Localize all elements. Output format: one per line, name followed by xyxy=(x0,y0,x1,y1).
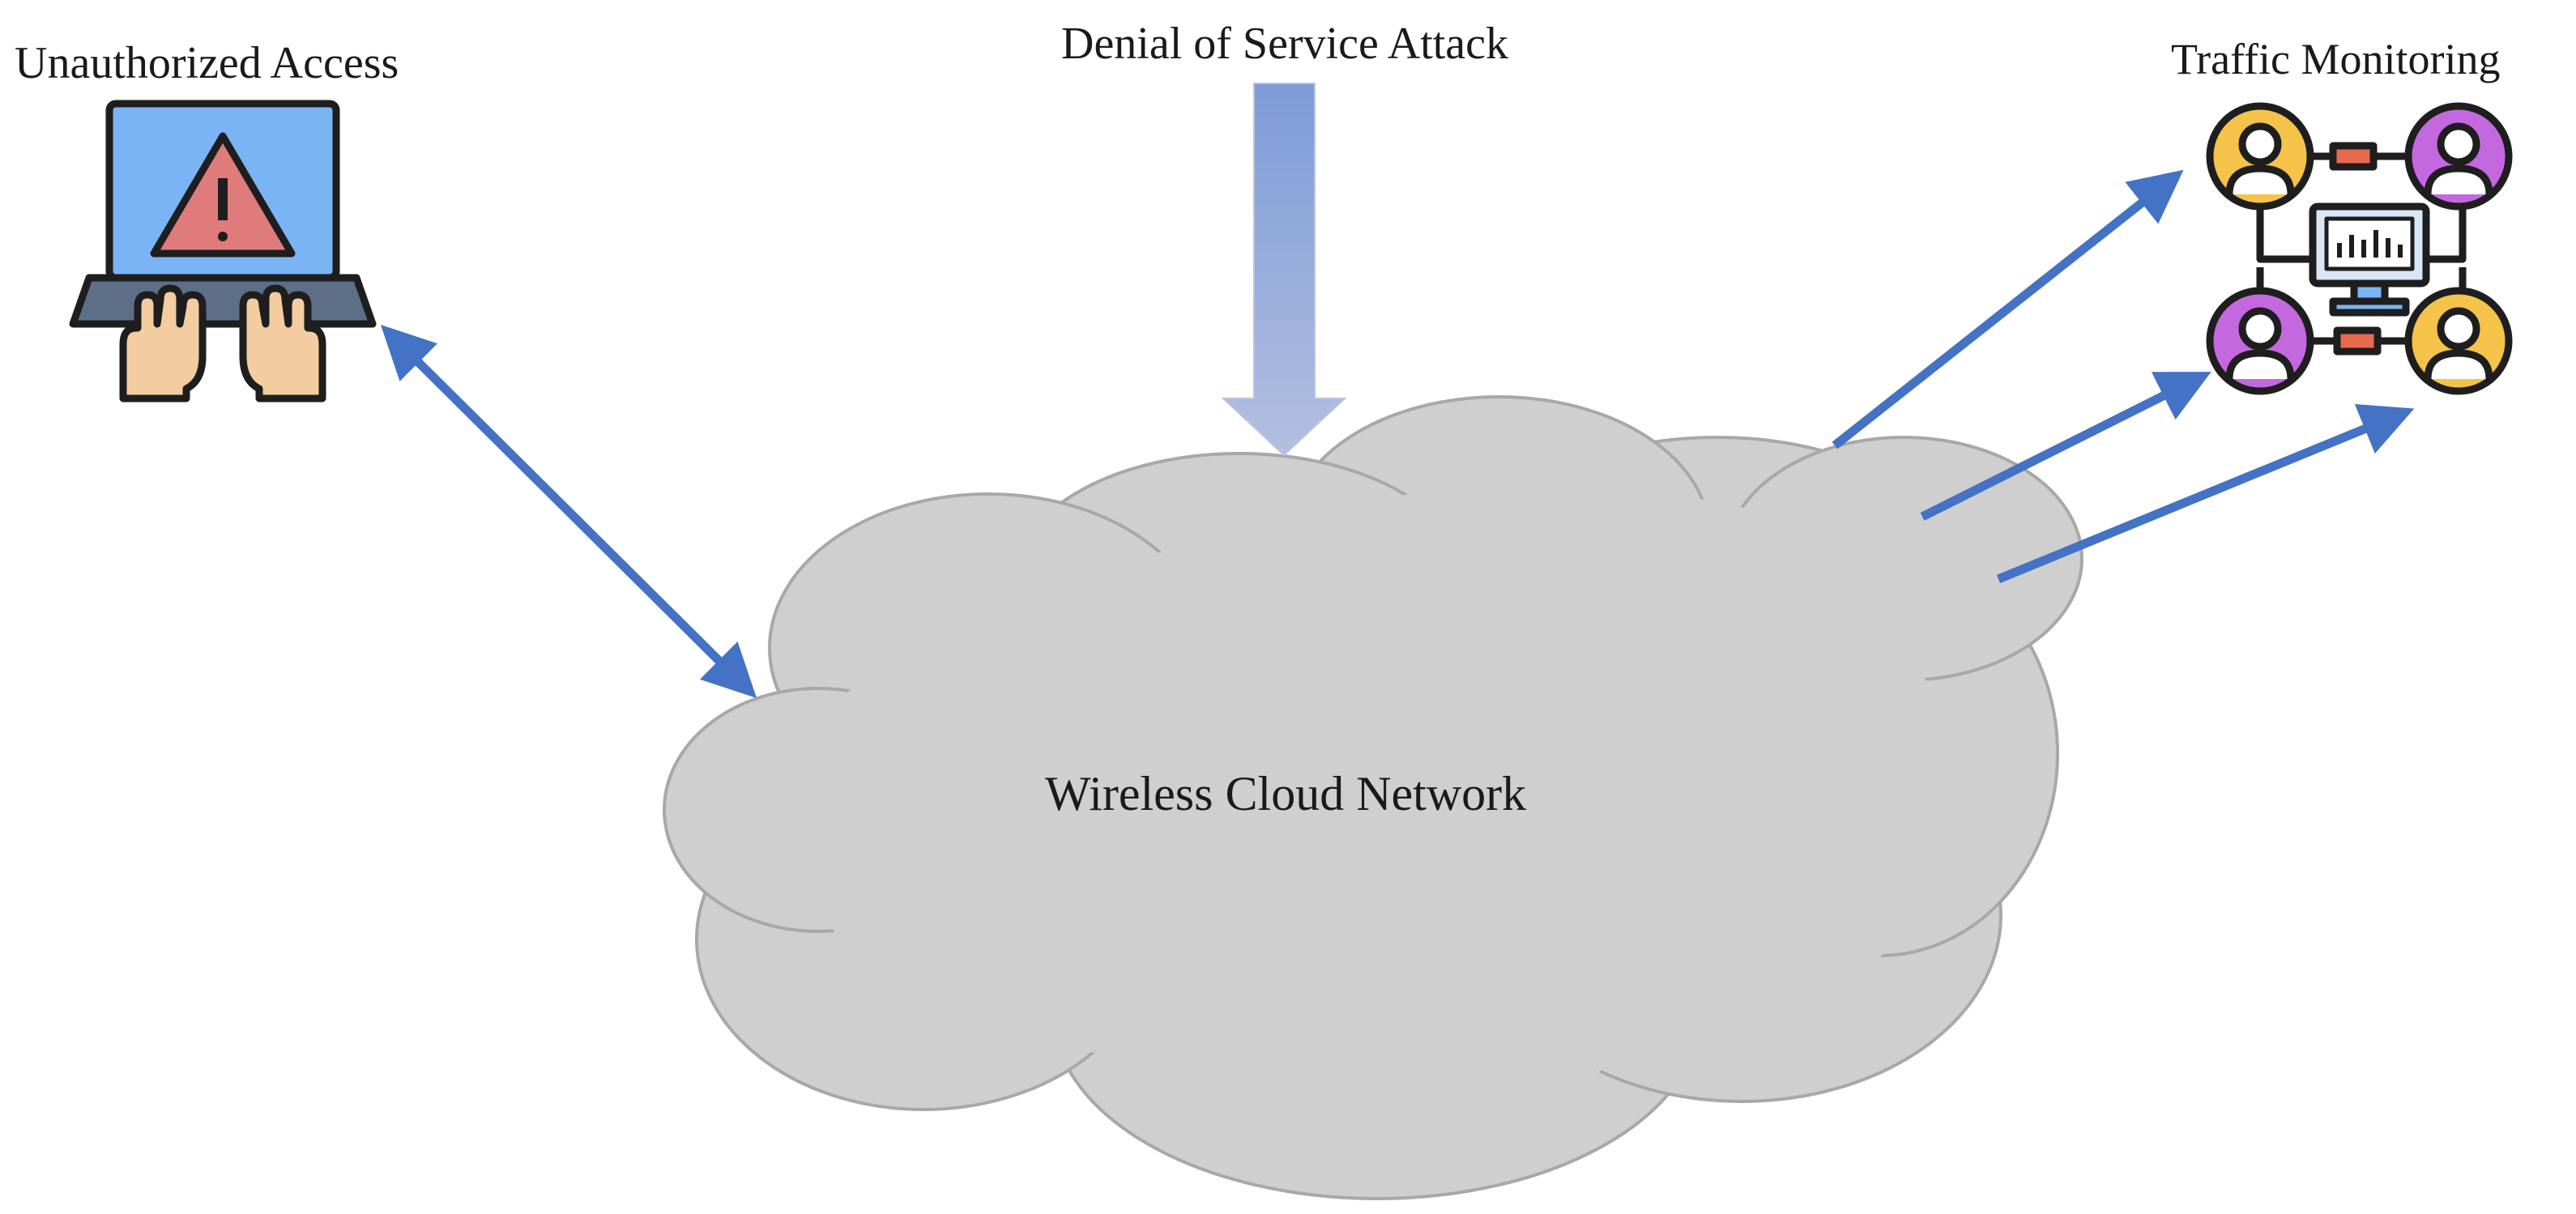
access-arrow xyxy=(380,325,757,698)
unauthorized-access-label: Unauthorized Access xyxy=(15,38,399,88)
monitor-arrow-2 xyxy=(1920,372,2211,521)
cloud-shape xyxy=(663,395,2083,1200)
traffic-monitoring-label: Traffic Monitoring xyxy=(2171,35,2501,83)
monitor-arrow-3 xyxy=(1996,403,2415,584)
denial-of-service-label: Denial of Service Attack xyxy=(1061,19,1509,69)
monitor-arrow-1 xyxy=(1832,169,2184,449)
dos-arrow xyxy=(1221,83,1347,457)
network-monitoring-icon xyxy=(2206,102,2513,395)
hacker-laptop-icon xyxy=(69,100,377,403)
cloud-network-label: Wireless Cloud Network xyxy=(1045,767,1527,820)
